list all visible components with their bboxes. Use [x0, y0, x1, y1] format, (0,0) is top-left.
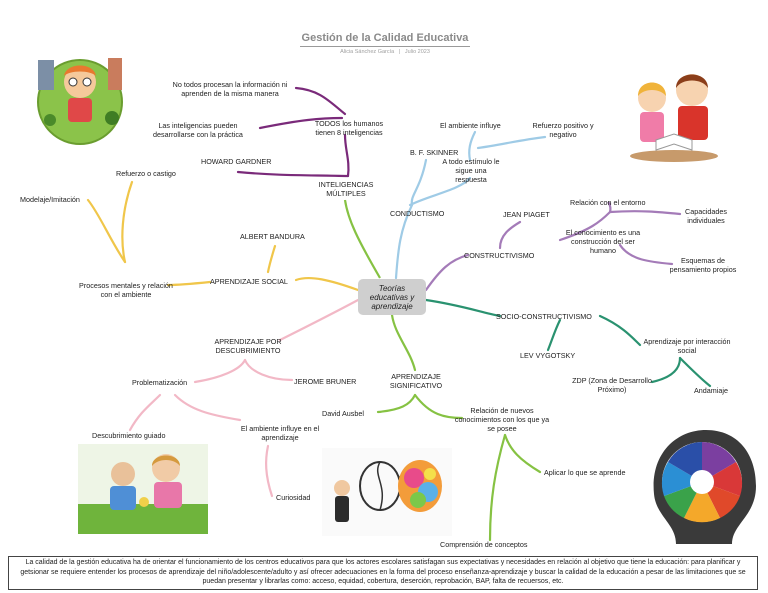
central-node: Teorías educativas y aprendizaje: [358, 279, 426, 315]
connector-inteligencias-main: [343, 199, 381, 279]
connector-significativo-idea: [413, 393, 464, 420]
social-idea: Procesos mentales y relación con el ambi…: [79, 281, 173, 299]
socio-detail-andamiaje: Andamiaje: [694, 386, 728, 395]
connector-social-idea: [166, 280, 212, 287]
significativo-detail-2: Comprensión de conceptos: [440, 540, 528, 549]
connector-social-d1: [121, 180, 134, 264]
connector-social-d2: [86, 198, 127, 264]
connector-constructivismo-idea: [558, 210, 612, 242]
connector-problematizacion: [193, 358, 247, 384]
connector-vygotsky: [546, 318, 562, 352]
connector-piaget: [498, 220, 522, 250]
connector-significativo-d2: [488, 433, 507, 542]
connector-gardner: [236, 170, 350, 178]
connector-socio-main: [424, 298, 502, 318]
connector-descubrimiento-d2: [173, 393, 242, 422]
conductismo-detail-2: Refuerzo positivo y negativo: [532, 121, 594, 139]
connector-conductismo-main: [394, 203, 414, 280]
author-skinner: B. F. SKINNER: [410, 148, 459, 157]
author-ausbel: David Ausbel: [322, 409, 364, 418]
subtitle-separator: |: [398, 49, 401, 55]
connector-conductismo-d2: [476, 135, 547, 150]
connector-socio-d2: [678, 356, 712, 388]
kids-playing-photo: [78, 444, 208, 534]
footer-summary: La calidad de la gestión educativa ha de…: [8, 556, 758, 590]
descubrimiento-detail-2: El ambiente influye en el aprendizaje: [240, 424, 320, 442]
connector-constructivismo-main: [424, 253, 470, 292]
connector-bandura: [266, 244, 277, 274]
author-gardner: HOWARD GARDNER: [201, 157, 272, 166]
connector-inteligencias-idea: [343, 133, 350, 178]
descubrimiento-idea: Problematización: [132, 378, 188, 387]
branch-descubrimiento: APRENDIZAJE POR DESCUBRIMIENTO: [214, 337, 282, 355]
author-piaget: JEAN PIAGET: [503, 210, 550, 219]
descubrimiento-detail-3: Curiosidad: [276, 493, 311, 502]
connector-skinner: [410, 158, 428, 207]
constructivismo-detail-1: Relación con el entorno: [570, 198, 646, 207]
connector-bruner: [243, 358, 294, 382]
constructivismo-idea: El conocimiento es una construcción del …: [565, 228, 641, 255]
title-underline: [300, 46, 470, 47]
conductismo-idea: A todo estímulo le sigue una respuesta: [442, 157, 500, 184]
inteligencias-detail-1: No todos procesan la información ni apre…: [172, 80, 288, 98]
descubrimiento-detail-1: Descubrimiento guiado: [92, 431, 166, 440]
children-reading-illustration: [630, 74, 718, 162]
world-kid-illustration: [37, 58, 123, 145]
author-name: Alicia Sánchez García: [340, 49, 395, 55]
branch-significativo: APRENDIZAJE SIGNIFICATIVO: [389, 372, 443, 390]
constructivismo-detail-2: Capacidades individuales: [685, 207, 727, 225]
branch-constructivismo: CONSTRUCTIVISMO: [464, 251, 535, 260]
connector-descubrimiento-d1: [128, 393, 162, 432]
branch-inteligencias: INTELIGENCIAS MÚLTIPLES: [318, 180, 374, 198]
date-label: Julio 2023: [404, 49, 430, 55]
connector-constructivismo-d2: [608, 210, 682, 216]
inteligencias-idea: TODOS los humanos tienen 8 inteligencias: [314, 119, 384, 137]
branch-socio: SOCIO-CONSTRUCTIVISMO: [496, 312, 592, 321]
connector-socio-d1: [650, 356, 682, 384]
connector-inteligencias-detail2: [258, 116, 344, 130]
page-title: Gestión de la Calidad Educativa: [301, 32, 469, 44]
connector-significativo-main: [390, 313, 417, 372]
head-icons-illustration: [653, 430, 756, 544]
socio-detail-zdp: ZDP (Zona de Desarrollo Próximo): [572, 376, 652, 394]
significativo-detail-1: Aplicar lo que se aprende: [544, 468, 626, 477]
connector-ausbel: [376, 393, 417, 414]
significativo-idea: Relación de nuevos conocimientos con los…: [454, 406, 550, 433]
colorful-brain-illustration: [322, 448, 452, 536]
social-detail-1: Refuerzo o castigo: [116, 169, 176, 178]
inteligencias-detail-2: Las inteligencias pueden desarrollarse c…: [153, 121, 243, 139]
connector-social-main: [294, 276, 360, 292]
author-bruner: JEROME BRUNER: [294, 377, 357, 386]
branch-conductismo: CONDUCTISMO: [390, 209, 445, 218]
connector-constructivismo-d1: [607, 201, 612, 214]
connector-descubrimiento-main: [278, 298, 360, 342]
connector-conductismo-idea: [408, 176, 472, 207]
connector-conductismo-d1: [468, 130, 477, 162]
central-node-label: Teorías educativas y aprendizaje: [369, 283, 415, 311]
connector-socio-idea: [598, 314, 642, 347]
social-detail-2: Modelaje/Imitación: [20, 195, 80, 204]
page-subtitle: Alicia Sánchez García | Julio 2023: [300, 49, 470, 55]
branch-social: APRENDIZAJE SOCIAL: [210, 277, 288, 286]
conductismo-detail-1: El ambiente influye: [440, 121, 501, 130]
connector-descubrimiento-d3: [265, 444, 274, 498]
connector-significativo-d1: [503, 433, 542, 474]
connector-constructivismo-d3: [618, 243, 674, 266]
author-vygotsky: LEV VYGOTSKY: [520, 351, 576, 360]
connector-inteligencias-detail1: [294, 86, 347, 116]
socio-idea: Aprendizaje por interacción social: [643, 337, 731, 355]
author-bandura: ALBERT BANDURA: [240, 232, 305, 241]
constructivismo-detail-3: Esquemas de pensamiento propios: [669, 256, 737, 274]
